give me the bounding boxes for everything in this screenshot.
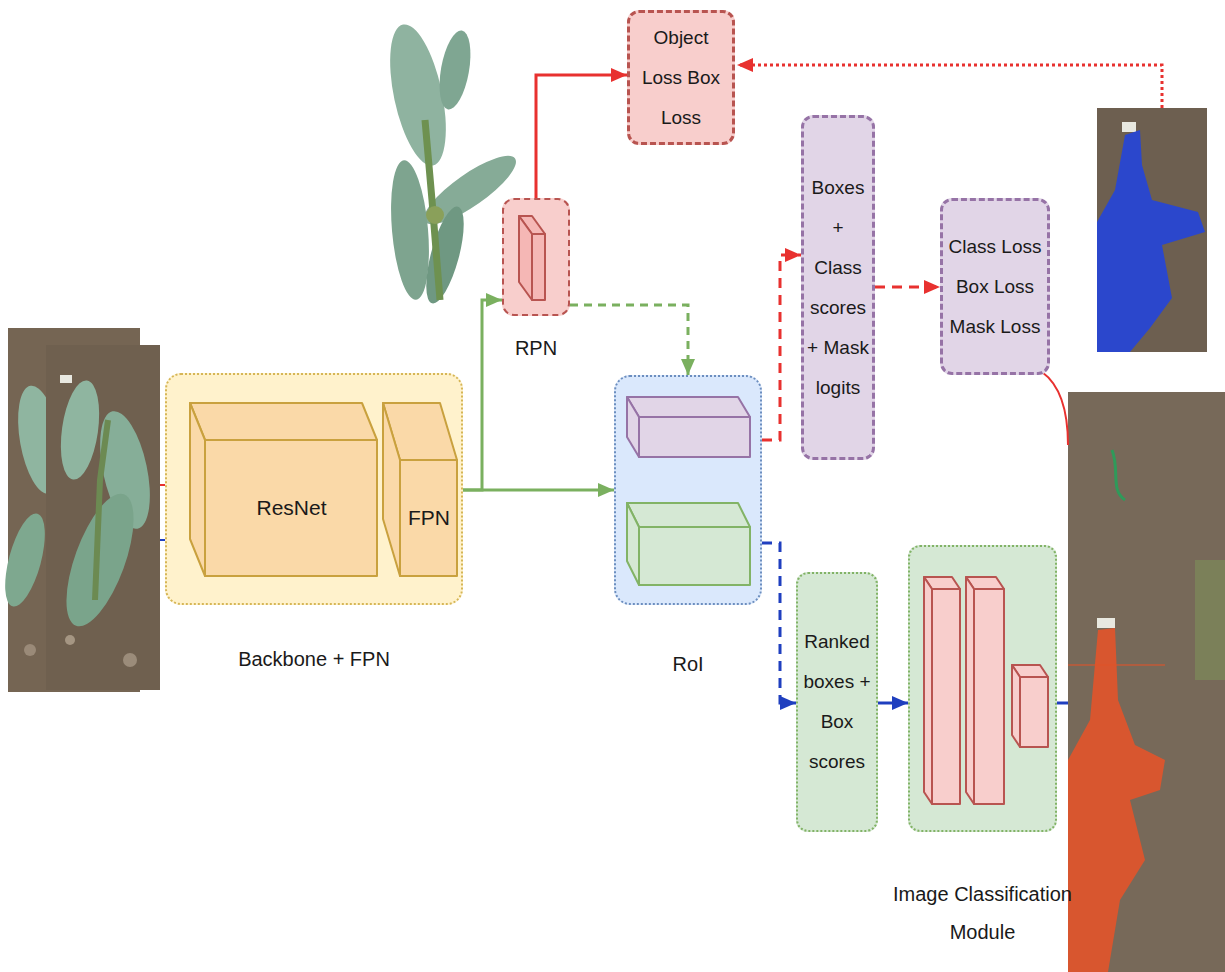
block-shape (383, 403, 458, 577)
node-label: FPN (403, 505, 455, 531)
node-label: Object Loss Box Loss (633, 18, 729, 138)
fpn-block: FPN (383, 403, 458, 577)
block-shape (616, 377, 760, 603)
ranked-box: Ranked boxes + Box scores (796, 572, 878, 832)
backbone-group: Backbone + FPNResNetFPN (165, 373, 463, 605)
node-label: Class Loss Box Loss Mask Loss (946, 227, 1044, 347)
mask-photo (1097, 108, 1207, 352)
block-shape (910, 547, 1055, 830)
loss-box: Class Loss Box Loss Mask Loss (940, 198, 1050, 375)
flow-arrow (762, 543, 796, 703)
node-caption: RoI (628, 650, 748, 678)
node-label: ResNet (208, 495, 375, 521)
flow-arrow (875, 286, 940, 289)
resnet-block: ResNet (190, 403, 378, 577)
flow-arrow (878, 702, 908, 705)
flow-arrow (463, 489, 614, 492)
flow-arrow (463, 300, 502, 490)
roi-group: RoI (614, 375, 762, 605)
output-box: Boxes + Class scores + Mask logits (801, 115, 875, 460)
rpn-box: RPN (502, 198, 570, 316)
flow-arrow (570, 305, 688, 375)
node-caption: RPN (486, 334, 586, 362)
flow-arrow (762, 255, 801, 440)
classifier-module: Image Classification Module (908, 545, 1057, 832)
block-shape (190, 403, 378, 577)
node-caption: Image Classification Module (888, 875, 1078, 951)
loss-box: Object Loss Box Loss (627, 10, 735, 145)
result-photo (1068, 392, 1225, 972)
node-label: Boxes + Class scores + Mask logits (807, 168, 869, 408)
input-photo (0, 328, 160, 692)
block-shape (504, 200, 568, 314)
node-caption: Backbone + FPN (165, 645, 463, 673)
node-label: Ranked boxes + Box scores (801, 622, 873, 782)
flow-arrow (536, 75, 627, 198)
